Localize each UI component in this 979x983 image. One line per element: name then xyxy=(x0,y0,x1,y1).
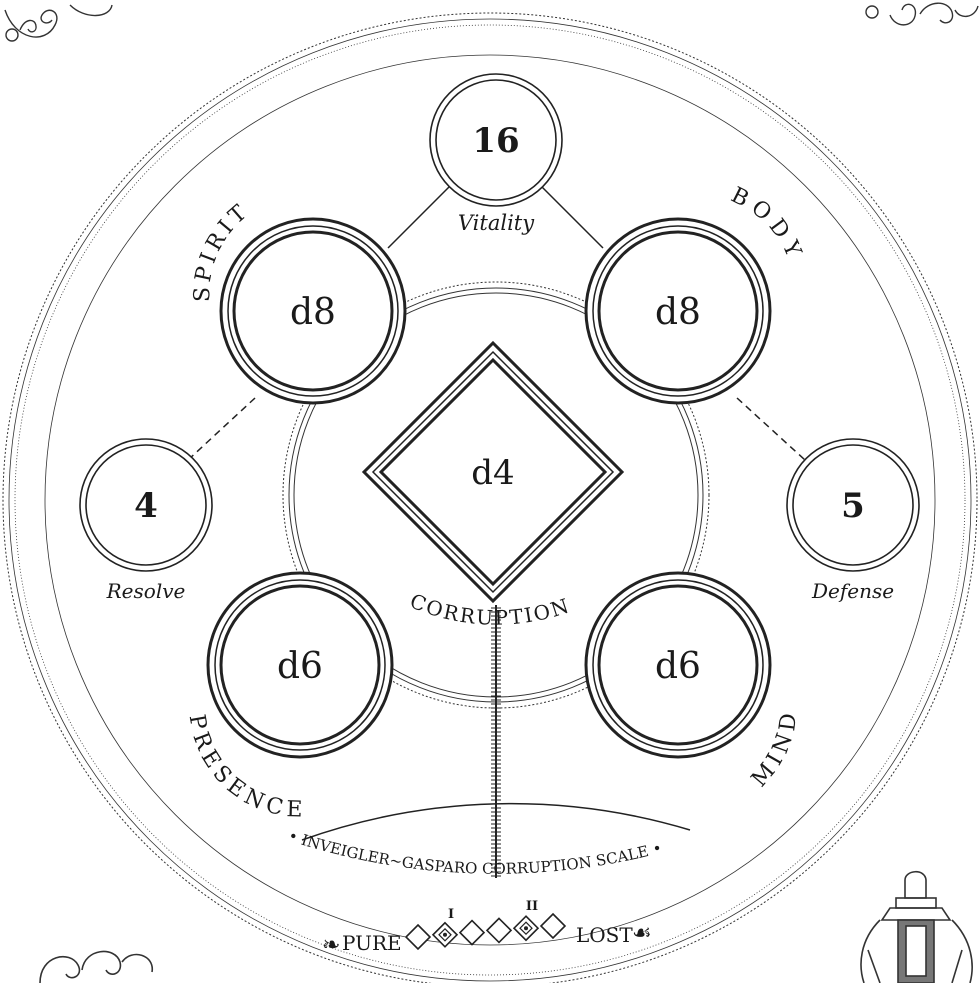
corruption-box[interactable] xyxy=(487,918,511,942)
corruption-diamond[interactable]: d4 xyxy=(364,343,622,601)
corruption-box[interactable] xyxy=(460,921,484,945)
mind-die: d6 xyxy=(655,646,701,687)
body-circle[interactable]: d8 xyxy=(586,219,770,403)
vitality-value: 16 xyxy=(472,121,519,161)
corruption-die: d4 xyxy=(471,453,514,493)
presence-die: d6 xyxy=(277,646,323,687)
vitality-circle[interactable]: 16 xyxy=(430,74,562,206)
scale-marker-1: I xyxy=(448,907,454,922)
flourish-icon xyxy=(5,5,112,41)
corruption-box[interactable] xyxy=(406,925,430,949)
resolve-circle[interactable]: 4 xyxy=(80,439,212,571)
resolve-label: Resolve xyxy=(106,579,186,603)
lantern-icon xyxy=(861,872,972,983)
presence-circle[interactable]: d6 xyxy=(208,573,392,757)
body-die: d8 xyxy=(655,292,701,333)
spirit-die: d8 xyxy=(290,292,336,333)
defense-value: 5 xyxy=(841,486,865,526)
lost-label: LOST xyxy=(576,923,633,947)
scale-title: • INVEIGLER~GASPARO CORRUPTION SCALE • xyxy=(286,827,664,878)
flourish-icon xyxy=(40,952,152,983)
corruption-scale-bar xyxy=(491,605,501,878)
pure-label: PURE xyxy=(342,931,402,955)
corruption-box[interactable] xyxy=(541,914,565,938)
pure-flourish-icon: ❧ xyxy=(322,933,340,958)
flourish-icon xyxy=(866,3,978,25)
lost-flourish-icon: ☙ xyxy=(632,921,652,946)
resolve-value: 4 xyxy=(134,486,158,526)
scale-marker-2: II xyxy=(526,899,538,914)
corruption-box[interactable] xyxy=(514,916,538,940)
defense-label: Defense xyxy=(811,579,894,603)
defense-circle[interactable]: 5 xyxy=(787,439,919,571)
corruption-boxes xyxy=(406,914,565,949)
mind-label: MIND xyxy=(747,707,803,792)
spirit-circle[interactable]: d8 xyxy=(221,219,405,403)
mind-circle[interactable]: d6 xyxy=(586,573,770,757)
vitality-label: Vitality xyxy=(458,211,535,235)
